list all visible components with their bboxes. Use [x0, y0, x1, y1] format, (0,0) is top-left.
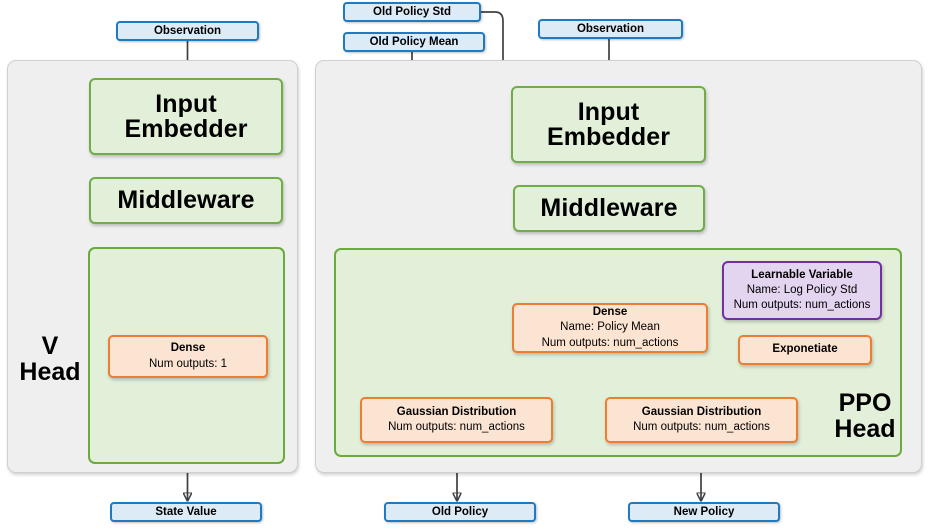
ppo-dense-name: Name: Policy Mean: [560, 321, 660, 334]
ppo-dense-title: Dense: [592, 306, 628, 319]
ppo-middleware-label: Middleware: [540, 194, 678, 222]
ppo-input-embedder[interactable]: Input Embedder: [511, 86, 706, 163]
v-head-input-observation[interactable]: Observation: [116, 21, 259, 41]
gaussian-old-title: Gaussian Distribution: [396, 405, 517, 418]
v-head-middleware[interactable]: Middleware: [89, 177, 283, 224]
learnable-variable-title: Learnable Variable: [751, 268, 853, 281]
v-head-input-label: Observation: [153, 25, 222, 37]
ppo-gaussian-distribution-new[interactable]: Gaussian Distribution Num outputs: num_a…: [605, 397, 798, 443]
v-head-caption: V Head: [16, 331, 84, 387]
gaussian-old-num-outputs: Num outputs: num_actions: [388, 421, 525, 433]
ppo-input-embedder-label: Input Embedder: [546, 97, 671, 151]
v-head-output-label: State Value: [155, 506, 217, 518]
v-head-dense-title: Dense: [170, 342, 206, 355]
gaussian-new-num-outputs: Num outputs: num_actions: [633, 421, 770, 433]
ppo-input-old-policy-mean[interactable]: Old Policy Mean: [343, 32, 485, 52]
ppo-input-label: Observation: [576, 23, 645, 35]
ppo-head-caption-line1: PPO: [838, 388, 892, 417]
v-head-output-state-value[interactable]: State Value: [110, 502, 262, 522]
ppo-output-old-policy[interactable]: Old Policy: [384, 502, 536, 522]
ppo-dense-policy-mean[interactable]: Dense Name: Policy Mean Num outputs: num…: [512, 303, 708, 353]
v-head-middleware-label: Middleware: [117, 186, 255, 214]
ppo-dense-num-outputs: Num outputs: num_actions: [541, 336, 679, 349]
v-head-input-embedder[interactable]: Input Embedder: [89, 78, 283, 155]
old-policy-mean-label: Old Policy Mean: [369, 36, 459, 48]
learnable-variable-name: Name: Log Policy Std: [746, 283, 858, 296]
v-head-dense[interactable]: Dense Num outputs: 1: [108, 335, 268, 378]
ppo-learnable-variable[interactable]: Learnable Variable Name: Log Policy Std …: [722, 261, 882, 320]
ppo-head-caption-line2: Head: [834, 415, 896, 443]
exponentiate-title: Exponetiate: [772, 343, 838, 356]
ppo-output-new-policy[interactable]: New Policy: [628, 502, 780, 522]
v-head-caption-line1: V: [41, 331, 59, 360]
v-head-caption-line2: Head: [19, 358, 81, 386]
ppo-head-caption: PPO Head: [820, 388, 910, 444]
ppo-gaussian-distribution-old[interactable]: Gaussian Distribution Num outputs: num_a…: [360, 397, 553, 443]
learnable-variable-num-outputs: Num outputs: num_actions: [733, 299, 871, 312]
ppo-input-observation[interactable]: Observation: [538, 19, 683, 39]
output-new-policy-label: New Policy: [673, 506, 735, 518]
gaussian-new-title: Gaussian Distribution: [641, 405, 762, 418]
ppo-input-old-policy-std[interactable]: Old Policy Std: [343, 2, 481, 22]
v-head-dense-num-outputs: Num outputs: 1: [149, 357, 227, 370]
v-head-input-embedder-label: Input Embedder: [124, 89, 248, 143]
output-old-policy-label: Old Policy: [431, 506, 489, 518]
ppo-exponentiate[interactable]: Exponetiate: [738, 335, 872, 365]
ppo-middleware[interactable]: Middleware: [513, 185, 705, 232]
old-policy-std-label: Old Policy Std: [373, 6, 451, 18]
